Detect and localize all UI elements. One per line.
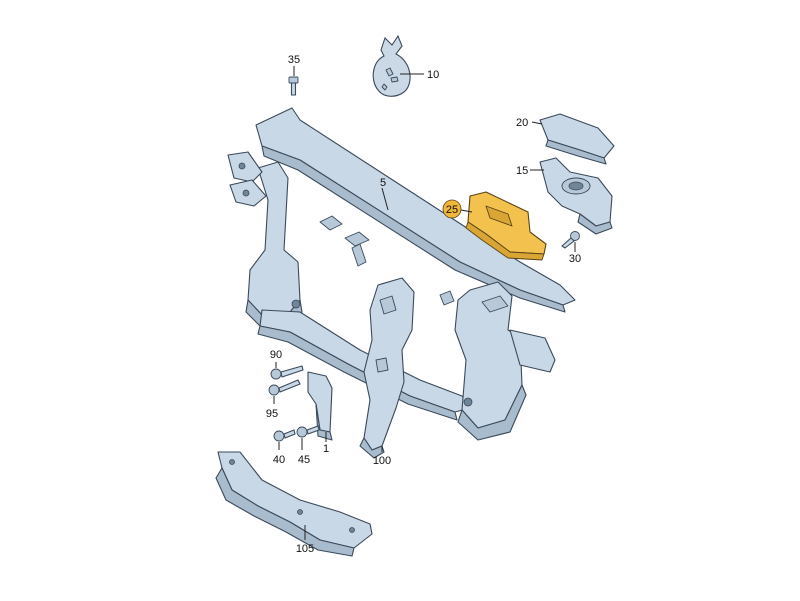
callout-25: 25 — [446, 204, 458, 216]
callout-95: 95 — [266, 408, 278, 420]
screw-30 — [561, 231, 580, 252]
callout-45: 45 — [298, 454, 310, 466]
callout-1: 1 — [323, 443, 329, 455]
callout-20: 20 — [516, 117, 528, 129]
screw-95 — [268, 379, 301, 404]
cover-20 — [531, 113, 615, 165]
callout-90: 90 — [270, 349, 282, 361]
deflector-105 — [215, 451, 373, 557]
air-guide-100 — [359, 277, 415, 459]
callout-5: 5 — [380, 177, 386, 189]
callout-40: 40 — [273, 454, 285, 466]
parts-bag-10 — [372, 34, 424, 97]
bolt-35 — [288, 66, 299, 96]
screw-45 — [296, 425, 320, 450]
callout-15: 15 — [516, 165, 528, 177]
air-duct-25-highlighted — [460, 191, 547, 261]
callout-105: 105 — [296, 543, 314, 555]
callout-100: 100 — [373, 455, 391, 467]
screw-40 — [273, 429, 296, 450]
screw-90 — [270, 362, 304, 380]
carrier-5 — [227, 107, 576, 441]
callout-30: 30 — [569, 253, 581, 265]
bracket-15 — [530, 157, 613, 235]
callout-35: 35 — [288, 54, 300, 66]
callout-25-circle — [442, 199, 462, 219]
callout-10: 10 — [427, 69, 439, 81]
